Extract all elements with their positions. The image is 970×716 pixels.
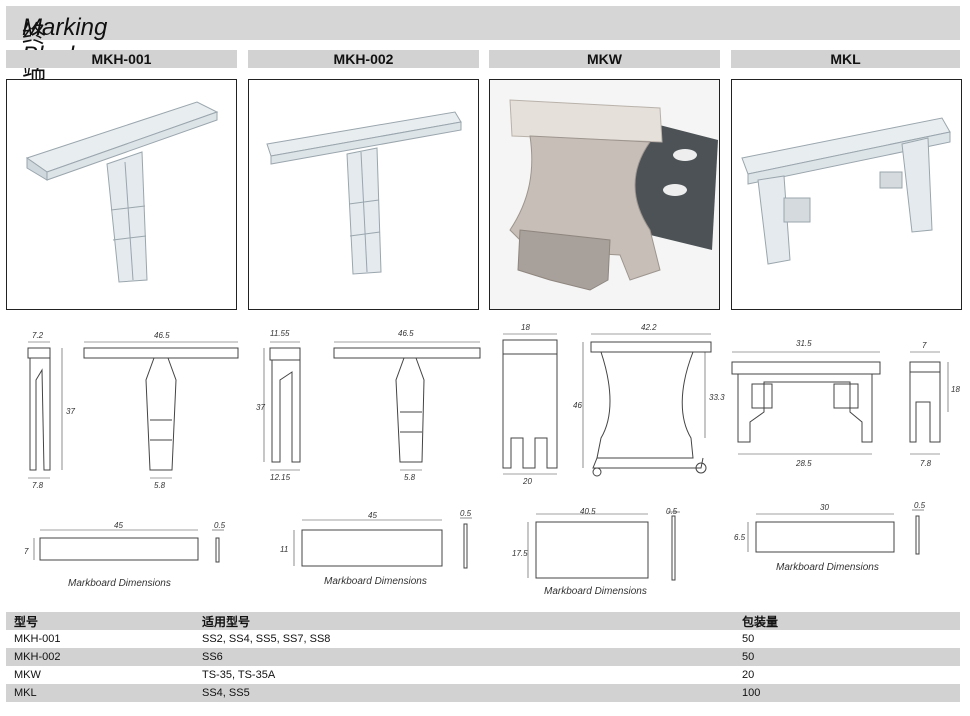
photo-mkh-002 (248, 79, 479, 310)
markboard-mkw: 40.5 17.5 0.5 Markboard Dimensions (510, 508, 710, 600)
table-row: MKH-001 SS2, SS4, SS5, SS7, SS8 50 (6, 630, 960, 648)
mb1-label: Markboard Dimensions (68, 578, 171, 589)
col-package: 包装量 (734, 612, 960, 630)
mb1-h: 7 (24, 547, 29, 556)
cell-applicable: TS-35, TS-35A (202, 669, 276, 681)
dim-mkh002-a: 11.55 (270, 329, 290, 338)
cell-model: MKH-002 (6, 648, 194, 666)
dim-mkw-e: 20 (522, 477, 532, 486)
cell-package: 20 (742, 669, 755, 681)
dim-mkl-c: 7 (922, 341, 927, 350)
title-bar: 终端标示牌 / Marking Block (6, 6, 960, 216)
mb4-w: 30 (820, 503, 829, 512)
dim-mkh001-a: 7.2 (32, 331, 44, 340)
table-row: MKL SS4, SS5 100 (6, 684, 960, 702)
dim-mkw-a: 18 (521, 323, 530, 332)
dim-mkl-a: 31.5 (796, 339, 812, 348)
dim-mkh001-e: 5.8 (154, 481, 166, 490)
cell-model: MKW (14, 669, 41, 681)
mb2-h: 11 (280, 545, 288, 554)
mb3-label: Markboard Dimensions (544, 586, 647, 597)
mb3-w: 40.5 (580, 508, 596, 516)
cell-applicable: SS6 (194, 648, 734, 666)
header-mkl: MKL (731, 50, 960, 68)
dim-mkw-b: 42.2 (641, 323, 657, 332)
drawing-mkh-002: 11.55 46.5 37 12.15 5.8 (256, 320, 488, 490)
photo-mkh-001 (6, 79, 237, 310)
cell-applicable: SS4, SS5 (194, 684, 734, 702)
mb4-label: Markboard Dimensions (776, 562, 879, 573)
mb2-label: Markboard Dimensions (324, 576, 427, 587)
table-row: MKH-002 SS6 50 (6, 648, 960, 666)
col-applicable: 适用型号 (194, 612, 734, 630)
table-row: MKW TS-35, TS-35A 20 (6, 666, 960, 684)
dim-mkw-c: 46 (573, 401, 582, 410)
drawing-mkl: 31.5 28.5 7 18 7.8 (730, 322, 962, 472)
header-mkh-002: MKH-002 (248, 50, 479, 68)
cell-model: MKH-001 (14, 633, 61, 645)
dim-mkl-b: 28.5 (795, 459, 812, 468)
markboard-mkh-001: 45 7 0.5 Markboard Dimensions (22, 520, 242, 592)
mb2-w: 45 (368, 511, 377, 520)
mb3-t: 0.5 (666, 508, 678, 516)
dim-mkh002-d: 12.15 (270, 473, 291, 482)
dim-mkh002-c: 37 (256, 403, 265, 412)
dim-mkh001-d: 7.8 (32, 481, 44, 490)
photo-mkl (731, 79, 962, 310)
mb1-w: 45 (114, 521, 123, 530)
mb4-t: 0.5 (914, 501, 926, 510)
cell-package: 50 (734, 648, 960, 666)
table-header-row: 型号 适用型号 包装量 (6, 612, 960, 630)
header-mkw: MKW (489, 50, 720, 68)
cell-package: 100 (734, 684, 960, 702)
markboard-mkl: 30 6.5 0.5 Markboard Dimensions (732, 500, 952, 576)
cell-model: MKL (6, 684, 194, 702)
dim-mkh001-c: 37 (66, 407, 75, 416)
cell-applicable: SS2, SS4, SS5, SS7, SS8 (202, 633, 331, 645)
mb3-h: 17.5 (512, 549, 528, 558)
mb1-t: 0.5 (214, 521, 226, 530)
drawing-mkw: 18 42.2 46 33.3 20 (497, 318, 729, 490)
spec-table: 型号 适用型号 包装量 MKH-001 SS2, SS4, SS5, SS7, … (6, 612, 960, 702)
dim-mkw-d: 33.3 (709, 393, 725, 402)
col-model: 型号 (6, 612, 194, 630)
mb4-h: 6.5 (734, 533, 746, 542)
dim-mkl-d: 18 (951, 385, 960, 394)
mb2-t: 0.5 (460, 510, 472, 518)
cell-package: 50 (742, 633, 755, 645)
header-mkh-001: MKH-001 (6, 50, 237, 68)
dim-mkl-e: 7.8 (920, 459, 932, 468)
dim-mkh002-e: 5.8 (404, 473, 416, 482)
dim-mkh001-b: 46.5 (154, 331, 170, 340)
markboard-mkh-002: 45 11 0.5 Markboard Dimensions (278, 510, 498, 590)
drawing-mkh-001: 7.2 46.5 37 7.8 5.8 (14, 320, 246, 490)
dim-mkh002-b: 46.5 (398, 329, 414, 338)
photo-mkw (489, 79, 720, 310)
